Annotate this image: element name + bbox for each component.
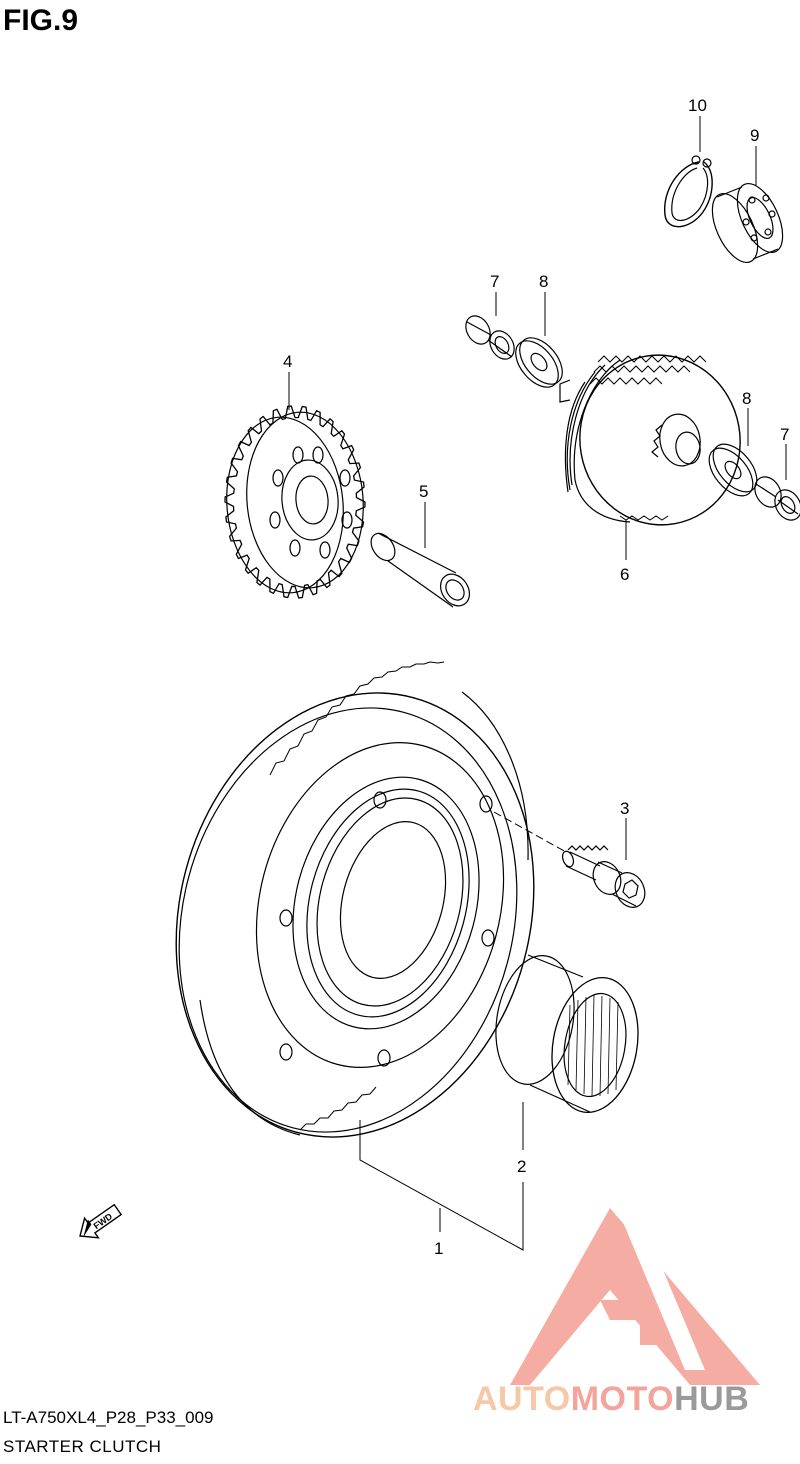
figure-caption: STARTER CLUTCH xyxy=(3,1437,162,1456)
callout-10: 10 xyxy=(688,96,707,115)
callout-6: 6 xyxy=(620,565,629,584)
part-8-washer-upper xyxy=(515,337,563,388)
callout-3: 3 xyxy=(620,799,629,818)
callout-4: 4 xyxy=(283,352,292,371)
part-4-idle-gear xyxy=(224,405,366,599)
callout-9: 9 xyxy=(750,126,759,145)
part-9-bearing xyxy=(711,183,784,263)
callout-5: 5 xyxy=(419,482,428,501)
watermark-logo-icon xyxy=(510,1208,760,1385)
watermark-auto: AUTO xyxy=(473,1380,571,1418)
part-7-bushing-upper xyxy=(465,315,515,360)
part-3-bolt xyxy=(561,845,646,908)
callout-7-upper: 7 xyxy=(490,272,499,291)
part-5-shaft xyxy=(370,532,471,608)
part-1-driven-gear xyxy=(175,661,535,1138)
callout-8-upper: 8 xyxy=(539,272,548,291)
watermark-text: AUTOMOTOHUB xyxy=(473,1380,749,1419)
callout-8-lower: 8 xyxy=(742,389,751,408)
callout-2: 2 xyxy=(517,1157,526,1176)
part-7-bushing-lower xyxy=(754,476,800,521)
drawing-code: LT-A750XL4_P28_P33_009 xyxy=(3,1408,214,1427)
leader-lines xyxy=(288,116,787,1251)
part-6-clutch-assembly xyxy=(559,354,741,526)
fwd-arrow-icon: FWD xyxy=(79,1203,123,1239)
callout-1: 1 xyxy=(434,1239,443,1258)
part-8-washer-lower xyxy=(708,443,758,497)
callout-7-lower: 7 xyxy=(780,425,789,444)
watermark-hub: HUB xyxy=(674,1380,750,1418)
figure-title: FIG.9 xyxy=(3,4,79,37)
part-2-one-way-clutch xyxy=(495,954,639,1114)
watermark-moto: MOTO xyxy=(570,1380,675,1418)
part-10-circlip xyxy=(664,155,713,228)
